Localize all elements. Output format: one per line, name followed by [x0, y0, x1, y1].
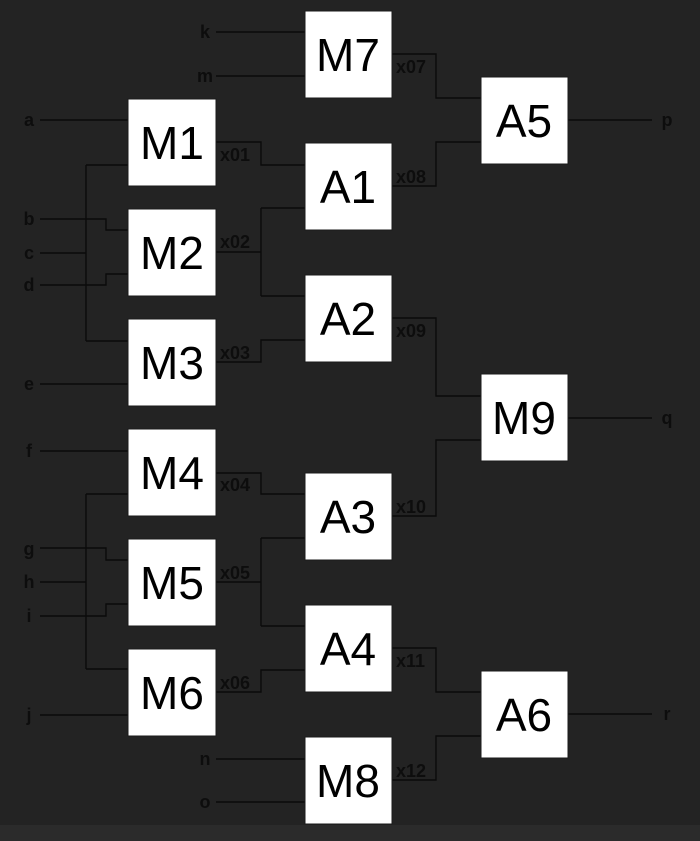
wire-x09: [392, 317, 481, 397]
block-m2: M2: [127, 208, 217, 297]
input-label-g: g: [24, 539, 35, 559]
block-m6: M6: [127, 648, 217, 737]
wire-x02: [216, 207, 305, 297]
input-label-f: f: [26, 441, 33, 461]
input-label-c: c: [24, 243, 34, 263]
block-a5: A5: [480, 76, 569, 165]
input-label-i: i: [26, 606, 31, 626]
block-m5-label: M5: [140, 557, 204, 609]
output-labels: p q r: [662, 110, 673, 724]
signal-label-x05: x05: [220, 563, 250, 583]
wire-g-to-m5: [40, 547, 128, 561]
block-a4-label: A4: [320, 623, 376, 675]
block-a1-label: A1: [320, 161, 376, 213]
signal-labels: x01 x02 x03 x04 x05 x06 x07 x08 x09 x10 …: [220, 57, 426, 781]
block-a6: A6: [480, 670, 569, 759]
block-m8-label: M8: [316, 755, 380, 807]
wire-b-to-m2: [40, 218, 128, 231]
input-label-d: d: [24, 275, 35, 295]
input-label-n: n: [200, 749, 211, 769]
wire-x04: [216, 472, 305, 495]
wire-h-to-m4-m6: [40, 493, 128, 670]
signal-label-x08: x08: [396, 167, 426, 187]
wire-c-to-m1-m3: [40, 164, 128, 342]
block-a2: A2: [304, 274, 393, 363]
block-a1: A1: [304, 142, 393, 231]
input-label-m: m: [197, 66, 213, 86]
wire-x12: [392, 735, 481, 781]
wire-x10: [392, 439, 481, 517]
signal-label-x09: x09: [396, 321, 426, 341]
input-label-a: a: [24, 110, 35, 130]
wire-x01: [216, 141, 305, 166]
block-m3-label: M3: [140, 337, 204, 389]
wire-x07: [392, 53, 481, 99]
signal-label-x03: x03: [220, 343, 250, 363]
signal-label-x07: x07: [396, 57, 426, 77]
input-label-j: j: [25, 705, 31, 725]
signal-label-x04: x04: [220, 475, 250, 495]
input-label-h: h: [24, 572, 35, 592]
signal-label-x10: x10: [396, 497, 426, 517]
block-m4: M4: [127, 428, 217, 517]
block-m7: M7: [304, 10, 393, 99]
block-a2-label: A2: [320, 293, 376, 345]
input-label-o: o: [200, 792, 211, 812]
wire-x11: [392, 647, 481, 693]
output-label-p: p: [662, 110, 673, 130]
output-label-q: q: [662, 408, 673, 428]
block-a3: A3: [304, 472, 393, 561]
block-a5-label: A5: [496, 95, 552, 147]
block-m5: M5: [127, 538, 217, 627]
signal-label-x06: x06: [220, 673, 250, 693]
input-labels: a b c d e f g h i j k m n o: [24, 22, 214, 812]
wire-x08: [392, 141, 481, 187]
wire-x06: [216, 669, 305, 693]
block-a3-label: A3: [320, 491, 376, 543]
input-label-e: e: [24, 374, 34, 394]
block-m1-label: M1: [140, 117, 204, 169]
block-m9: M9: [480, 373, 569, 462]
block-a6-label: A6: [496, 689, 552, 741]
input-label-b: b: [24, 209, 35, 229]
bottom-strip: [0, 825, 700, 841]
signal-label-x11: x11: [396, 651, 425, 671]
signal-label-x01: x01: [220, 145, 250, 165]
wire-x03: [216, 339, 305, 363]
block-m8: M8: [304, 736, 393, 825]
block-m2-label: M2: [140, 227, 204, 279]
block-m1: M1: [127, 98, 217, 187]
block-a4: A4: [304, 604, 393, 693]
wire-i-to-m5: [40, 603, 128, 617]
signal-label-x02: x02: [220, 232, 250, 252]
block-m9-label: M9: [492, 392, 556, 444]
wires: [40, 31, 652, 803]
block-m4-label: M4: [140, 447, 204, 499]
input-label-k: k: [200, 22, 211, 42]
signal-label-x12: x12: [396, 761, 426, 781]
block-m6-label: M6: [140, 667, 204, 719]
wire-d-to-m2: [40, 273, 128, 286]
wire-x05: [216, 537, 305, 627]
output-label-r: r: [663, 704, 670, 724]
block-m3: M3: [127, 318, 217, 407]
block-m7-label: M7: [316, 29, 380, 81]
